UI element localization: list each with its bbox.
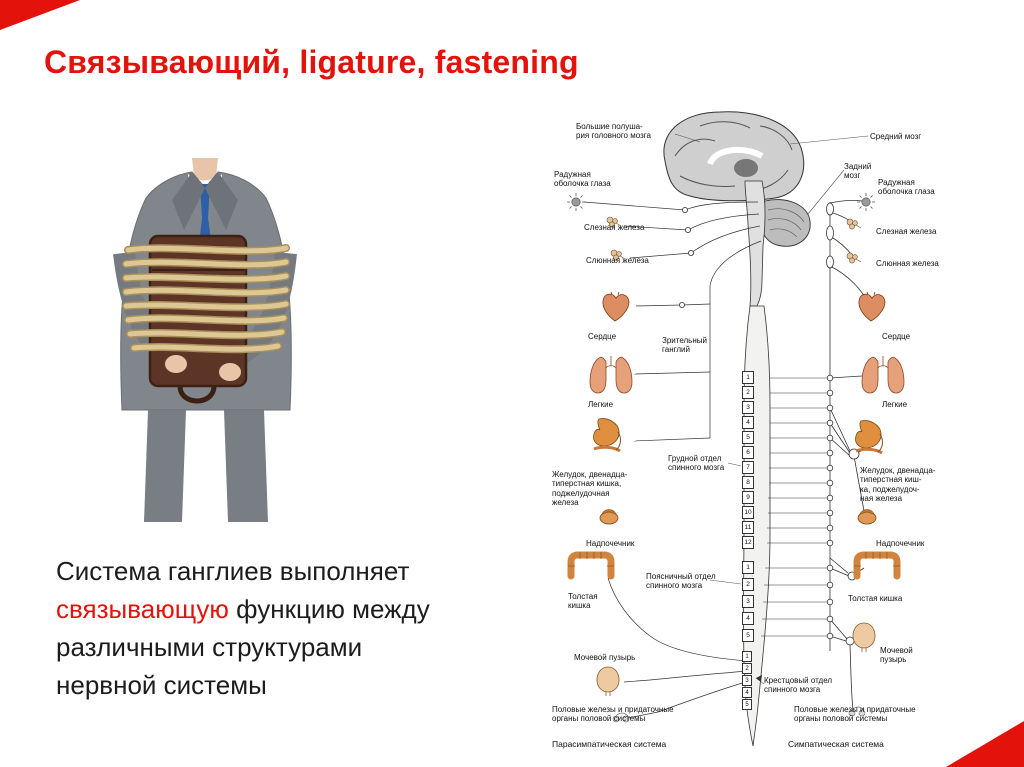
spine-segment: 12 <box>742 536 754 549</box>
bladder-icon-right <box>852 622 876 653</box>
body-highlight: связывающую <box>56 594 229 624</box>
adrenal-icon-right <box>857 509 877 525</box>
label-genital-right: Половые железы и придаточные органы поло… <box>794 705 916 724</box>
slide-title: Связывающий, ligature, fastening <box>44 44 579 80</box>
hand-right <box>219 363 241 381</box>
trouser-left <box>144 410 186 522</box>
spine-segment: 2 <box>742 386 754 399</box>
lungs-icon-left <box>589 355 633 394</box>
businessman-photo <box>88 158 322 522</box>
label-bladder-left: Мочевой пузырь <box>574 653 636 662</box>
label-saliva-right: Слюнная железа <box>876 259 939 268</box>
spine-lumbar-segments: 1 2 3 4 5 <box>742 561 754 642</box>
colon-icon-right <box>854 552 900 576</box>
label-stomach-right: Желудок, двенадца- типерстная киш- ка, п… <box>860 466 936 504</box>
sleeve-right <box>221 251 297 372</box>
label-saliva-left: Слюнная железа <box>586 256 649 265</box>
corner-decoration-top-left <box>0 0 80 30</box>
label-colon-left: Толстая кишка <box>568 592 598 611</box>
label-cerebrum: Большие полуша- рия головного мозга <box>576 122 651 141</box>
spine-segment: 11 <box>742 521 754 534</box>
iris-icon-left <box>566 192 586 212</box>
spine-segment: 7 <box>742 461 754 474</box>
spine-segment: 10 <box>742 506 754 519</box>
spine-segment: 9 <box>742 491 754 504</box>
hand-left <box>165 355 187 373</box>
caption-sympathetic: Симпатическая система <box>788 739 884 749</box>
spine-segment: 4 <box>742 612 754 625</box>
thalamus <box>734 159 758 177</box>
lungs-icon-right <box>861 355 905 394</box>
parasympathetic-ganglia <box>678 207 694 308</box>
lapel-right <box>205 172 238 230</box>
salivary-gland-icon-right <box>846 252 862 264</box>
spine-segment: 1 <box>742 561 754 574</box>
spine-segment: 2 <box>742 578 754 591</box>
spine-segment: 8 <box>742 476 754 489</box>
label-sacral-cord: Крестцовый отдел спинного мозга <box>764 676 833 695</box>
label-heart-left: Сердце <box>588 332 617 341</box>
label-thoracic-cord: Грудной отдел спинного мозга <box>668 454 725 473</box>
label-lungs-left: Легкие <box>588 400 614 409</box>
label-adrenal-right: Надпочечник <box>876 539 925 548</box>
lapel-left <box>172 172 205 230</box>
body-line2: функцию между <box>236 594 430 624</box>
label-hindbrain: Задний мозг <box>844 162 872 181</box>
label-heart-right: Сердце <box>882 332 911 341</box>
diagram-artwork <box>550 111 905 747</box>
label-lungs-right: Легкие <box>882 400 908 409</box>
tear-gland-icon-right <box>846 218 862 230</box>
label-iris-left: Радужная оболочка глаза <box>554 170 611 189</box>
label-stomach-left: Желудок, двенадца- типерстная кишка, под… <box>552 470 628 508</box>
bladder-icon-left <box>596 666 620 697</box>
businessman-illustration <box>113 158 297 522</box>
spine-segment: 4 <box>742 687 752 698</box>
label-tear-left: Слезная железа <box>584 223 645 232</box>
spine-segment: 1 <box>742 371 754 384</box>
cerebellum <box>760 199 811 247</box>
heart-icon-right <box>858 291 886 322</box>
spine-segment: 3 <box>742 401 754 414</box>
spine-segment: 2 <box>742 663 752 674</box>
label-midbrain: Средний мозг <box>870 132 922 141</box>
colon-icon-left <box>568 552 614 576</box>
sympathetic-ganglia <box>826 202 860 646</box>
corner-decoration-bottom-right <box>946 721 1024 767</box>
body-paragraph: Система ганглиев выполняет связывающую ф… <box>56 552 536 704</box>
iris-icon-right <box>856 192 876 212</box>
caption-parasympathetic: Парасимпатическая система <box>552 739 667 749</box>
heart-icon-left <box>602 291 630 322</box>
stomach-icon-left <box>591 417 622 453</box>
label-colon-right: Толстая кишка <box>848 594 903 603</box>
spine-segment: 3 <box>742 595 754 608</box>
spine-segment: 4 <box>742 416 754 429</box>
label-tear-right: Слезная железа <box>876 227 937 236</box>
sympathetic-trunk <box>761 200 869 711</box>
spine-segment: 3 <box>742 675 752 686</box>
label-optic-ganglion: Зрительный ганглий <box>662 336 707 355</box>
sacral-arrow <box>756 675 762 682</box>
stomach-icon-right <box>853 419 884 455</box>
spine-segment: 5 <box>742 629 754 642</box>
adrenal-icon-left <box>599 509 619 525</box>
spine-segment: 5 <box>742 699 752 710</box>
label-bladder-right: Мочевой пузырь <box>880 646 913 665</box>
spine-segment: 1 <box>742 651 752 662</box>
label-adrenal-left: Надпочечник <box>586 539 635 548</box>
neck <box>192 158 218 181</box>
body-line3: различными структурами <box>56 632 363 662</box>
label-genital-left: Половые железы и придаточные органы поло… <box>552 705 674 724</box>
trouser-right <box>224 410 268 522</box>
spine-segment: 6 <box>742 446 754 459</box>
spine-segment: 5 <box>742 431 754 444</box>
rope-icon <box>122 244 290 354</box>
label-lumbar-cord: Поясничный отдел спинного мозга <box>646 572 716 591</box>
label-iris-right: Радужная оболочка глаза <box>878 178 935 197</box>
body-line1: Система ганглиев выполняет <box>56 556 410 586</box>
body-line4: нервной системы <box>56 670 267 700</box>
